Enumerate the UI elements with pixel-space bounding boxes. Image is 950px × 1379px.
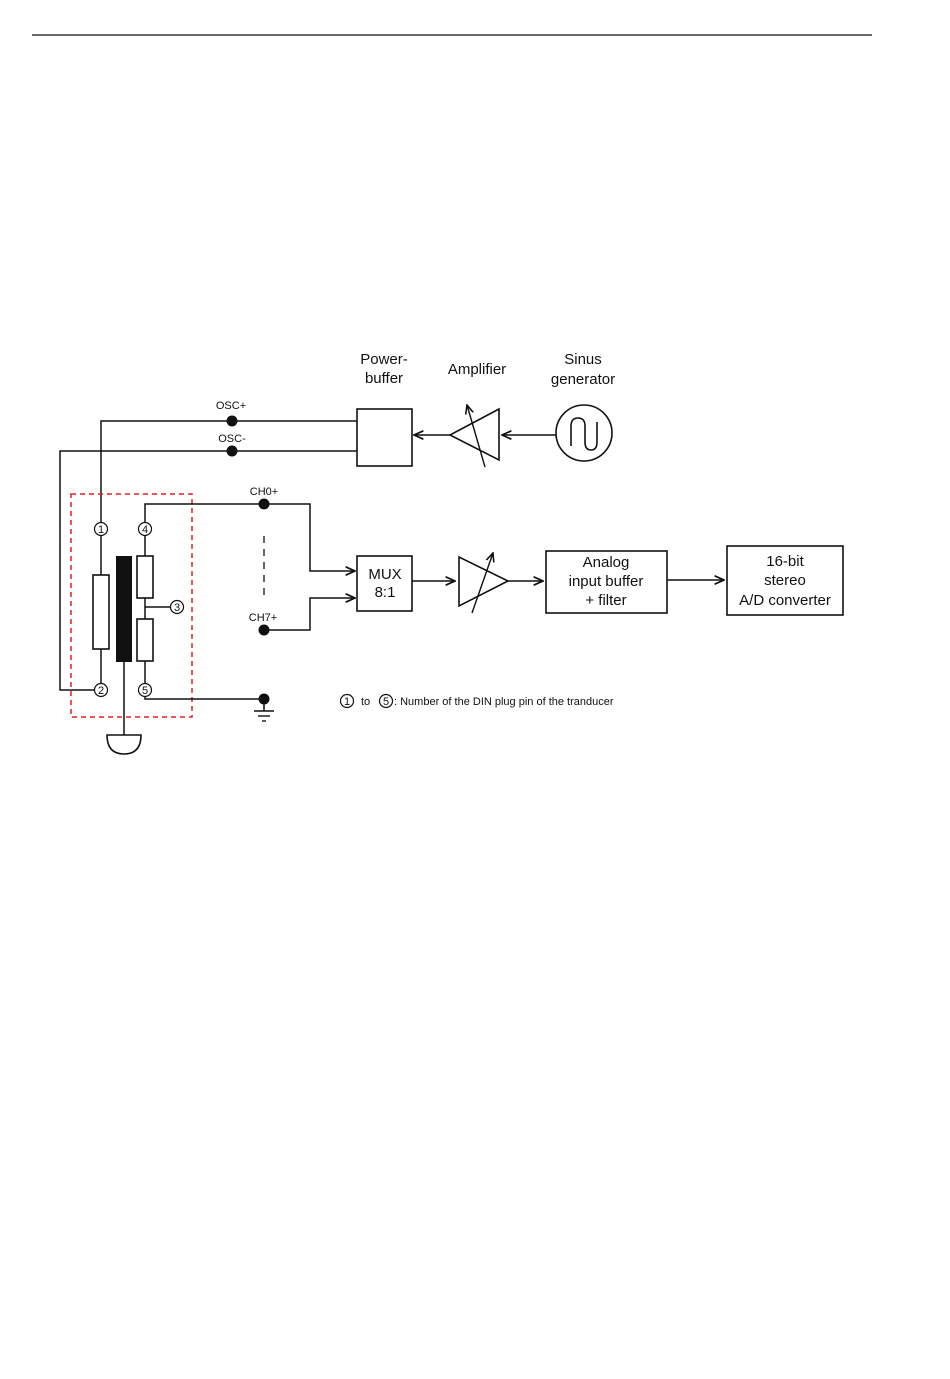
analog-buffer-label-3: + filter [585, 592, 626, 609]
primary-coil [93, 575, 109, 649]
mux-label-1: MUX [368, 566, 401, 583]
ground-node [259, 694, 270, 705]
legend-pin-to: 5 [383, 696, 389, 708]
ch0-label: CH0+ [250, 486, 278, 498]
svg-text:4: 4 [142, 524, 148, 536]
legend-to: to [361, 696, 370, 708]
pin-2-marker: 2 [95, 684, 108, 698]
osc-plus-node [227, 416, 238, 427]
adc-label-2: stereo [764, 572, 806, 589]
osc-plus-label: OSC+ [216, 400, 246, 412]
amplifier-top-triangle [450, 409, 499, 460]
legend: 1 to 5 : Number of the DIN plug pin of t… [341, 695, 614, 709]
sinus-generator-block [556, 405, 612, 461]
core-ground-symbol [107, 735, 141, 754]
legend-description: : Number of the DIN plug pin of the tran… [394, 696, 614, 708]
svg-text:2: 2 [98, 685, 104, 697]
analog-buffer-label-2: input buffer [569, 573, 644, 590]
osc-minus-node [227, 446, 238, 457]
power-buffer-block [357, 409, 412, 466]
pin-3-marker: 3 [171, 601, 184, 615]
power-buffer-label-2: buffer [365, 370, 403, 387]
pin-5-marker: 5 [139, 684, 152, 698]
ch7-label: CH7+ [249, 612, 277, 624]
ch7-node [259, 625, 270, 636]
svg-text:5: 5 [142, 685, 148, 697]
adc-label-3: A/D converter [739, 592, 831, 609]
pin5-ground-wire [145, 696, 264, 711]
mux-label-2: 8:1 [375, 584, 396, 601]
legend-pin-from: 1 [344, 696, 350, 708]
analog-buffer-label-1: Analog [583, 554, 630, 571]
sinus-generator-label-2: generator [551, 371, 615, 388]
sinus-generator-label-1: Sinus [564, 351, 602, 368]
power-buffer-label-1: Power- [360, 351, 408, 368]
transducer-core [116, 556, 132, 662]
svg-text:1: 1 [98, 524, 104, 536]
ch7-wire [264, 598, 355, 630]
ch0-node [259, 499, 270, 510]
amplifier-label: Amplifier [448, 361, 506, 378]
svg-text:3: 3 [174, 602, 180, 614]
secondary-coil-upper [137, 556, 153, 598]
osc-minus-label: OSC- [218, 433, 246, 445]
adc-label-1: 16-bit [766, 553, 804, 570]
pin-1-marker: 1 [95, 523, 108, 537]
secondary-coil-lower [137, 619, 153, 661]
pin-4-marker: 4 [139, 523, 152, 537]
ch0-wire [145, 504, 355, 571]
